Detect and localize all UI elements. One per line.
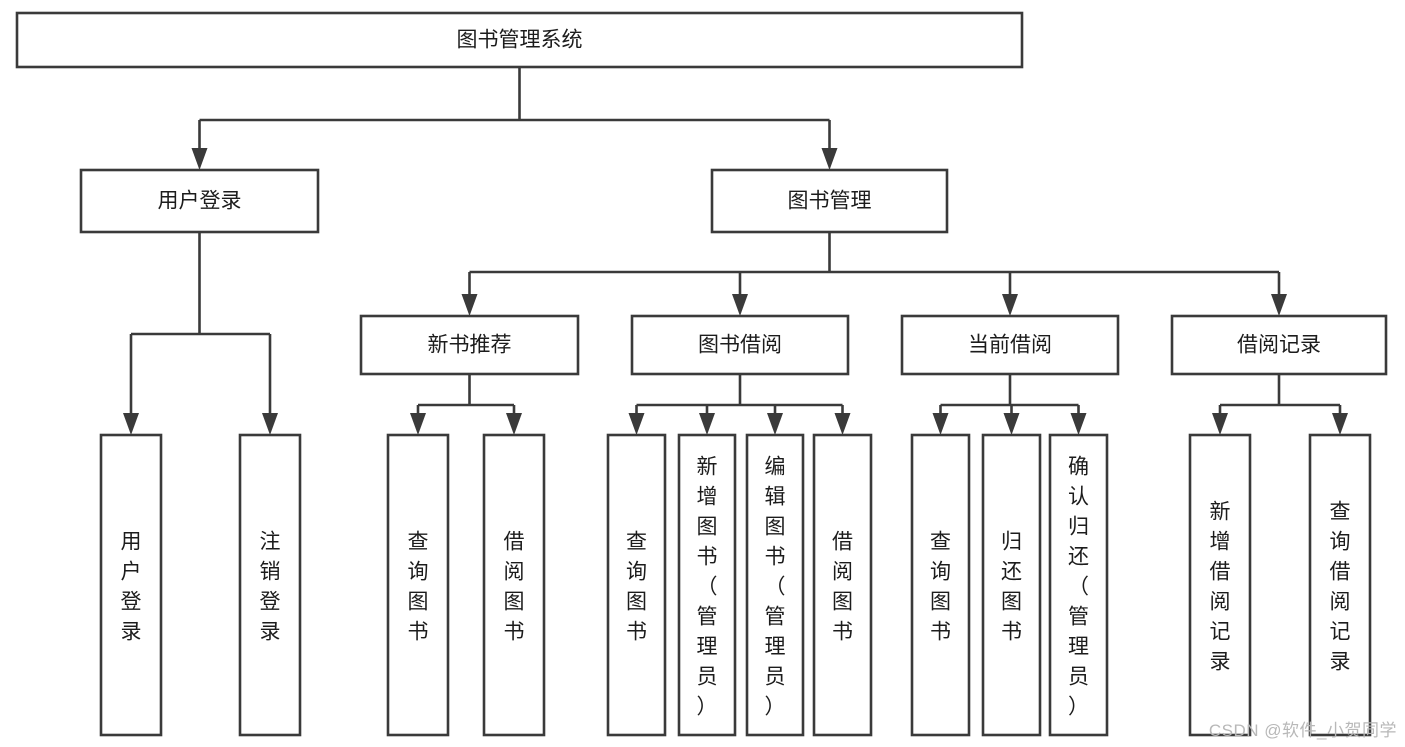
node-box-leaf-confirm-return[interactable] (1048, 433, 1109, 737)
node-bookmgmt[interactable]: 图书管理 (710, 168, 949, 234)
node-box-records[interactable] (1170, 314, 1388, 376)
node-label-records: 借阅记录 (1237, 334, 1321, 357)
node-box-leaf-query-book-1[interactable] (386, 433, 450, 737)
node-layer: 图书管理系统用户登录图书管理新书推荐图书借阅当前借阅借阅记录用户登录注销登录查询… (15, 11, 1388, 737)
arrow-head-icon (1070, 413, 1087, 435)
node-current[interactable]: 当前借阅 (900, 314, 1120, 376)
node-root[interactable]: 图书管理系统 (15, 11, 1024, 69)
connector-group-borrow (628, 374, 851, 435)
connector-group-root (191, 67, 838, 170)
node-leaf-edit-book[interactable]: 编辑图书（管理员） (745, 433, 805, 737)
node-box-borrow[interactable] (630, 314, 850, 376)
node-box-leaf-query-record[interactable] (1308, 433, 1372, 737)
node-label-leaf-query-record: 查询借阅记录 (1330, 500, 1351, 673)
node-label-root: 图书管理系统 (457, 29, 583, 52)
node-box-leaf-user-login[interactable] (99, 433, 163, 737)
node-label-leaf-query-book-2: 查询图书 (626, 530, 647, 643)
node-label-leaf-borrow-book-2: 借阅图书 (832, 530, 853, 643)
arrow-head-icon (1271, 294, 1287, 316)
node-records[interactable]: 借阅记录 (1170, 314, 1388, 376)
node-label-borrow: 图书借阅 (698, 334, 782, 357)
node-leaf-query-book-1[interactable]: 查询图书 (386, 433, 450, 737)
node-label-leaf-user-login: 用户登录 (121, 530, 142, 643)
node-login[interactable]: 用户登录 (79, 168, 320, 234)
arrow-head-icon (123, 413, 139, 435)
node-box-leaf-add-book[interactable] (677, 433, 737, 737)
node-borrow[interactable]: 图书借阅 (630, 314, 850, 376)
node-box-leaf-user-logout[interactable] (238, 433, 302, 737)
arrow-head-icon (699, 413, 715, 435)
connector-group-newbook (410, 374, 522, 435)
node-box-current[interactable] (900, 314, 1120, 376)
arrow-head-icon (767, 413, 783, 435)
connector-group-records (1212, 374, 1348, 435)
arrow-head-icon (410, 413, 426, 435)
node-label-leaf-user-logout: 注销登录 (260, 530, 281, 643)
node-box-root[interactable] (15, 11, 1024, 69)
connector-layer (123, 67, 1348, 435)
node-box-leaf-query-book-2[interactable] (606, 433, 667, 737)
node-leaf-borrow-book-1[interactable]: 借阅图书 (482, 433, 546, 737)
node-leaf-query-book-3[interactable]: 查询图书 (910, 433, 971, 737)
arrow-head-icon (262, 413, 278, 435)
arrow-head-icon (834, 413, 851, 435)
arrow-head-icon (191, 148, 208, 170)
node-label-leaf-add-book: 新增图书（管理员） (697, 455, 718, 718)
node-label-login: 用户登录 (158, 190, 242, 213)
node-leaf-borrow-book-2[interactable]: 借阅图书 (812, 433, 873, 737)
connector-group-login (123, 232, 278, 435)
node-box-leaf-add-record[interactable] (1188, 433, 1252, 737)
watermark-label: CSDN @软件_小贺同学 (1208, 721, 1397, 740)
node-label-leaf-query-book-1: 查询图书 (408, 530, 429, 643)
node-leaf-return-book[interactable]: 归还图书 (981, 433, 1042, 737)
node-label-leaf-edit-book: 编辑图书（管理员） (765, 455, 786, 718)
arrow-head-icon (1002, 294, 1018, 316)
connector-group-bookmgmt (461, 232, 1287, 316)
arrow-head-icon (1212, 413, 1228, 435)
node-leaf-user-login[interactable]: 用户登录 (99, 433, 163, 737)
node-leaf-add-book[interactable]: 新增图书（管理员） (677, 433, 737, 737)
node-label-newbook: 新书推荐 (428, 334, 512, 357)
node-label-leaf-borrow-book-1: 借阅图书 (504, 530, 525, 643)
node-box-newbook[interactable] (359, 314, 580, 376)
arrow-head-icon (821, 148, 838, 170)
node-box-leaf-return-book[interactable] (981, 433, 1042, 737)
node-leaf-confirm-return[interactable]: 确认归还（管理员） (1048, 433, 1109, 737)
node-box-login[interactable] (79, 168, 320, 234)
node-label-leaf-add-record: 新增借阅记录 (1210, 500, 1231, 673)
arrow-head-icon (1003, 413, 1020, 435)
node-box-leaf-borrow-book-2[interactable] (812, 433, 873, 737)
node-leaf-query-book-2[interactable]: 查询图书 (606, 433, 667, 737)
connector-group-current (932, 374, 1087, 435)
node-newbook[interactable]: 新书推荐 (359, 314, 580, 376)
node-leaf-user-logout[interactable]: 注销登录 (238, 433, 302, 737)
arrow-head-icon (932, 413, 949, 435)
node-label-leaf-return-book: 归还图书 (1001, 530, 1022, 643)
node-box-leaf-edit-book[interactable] (745, 433, 805, 737)
arrow-head-icon (506, 413, 522, 435)
arrow-head-icon (628, 413, 645, 435)
arrow-head-icon (732, 294, 748, 316)
node-box-bookmgmt[interactable] (710, 168, 949, 234)
node-label-leaf-query-book-3: 查询图书 (930, 530, 951, 643)
node-box-leaf-borrow-book-1[interactable] (482, 433, 546, 737)
node-label-bookmgmt: 图书管理 (788, 190, 872, 213)
arrow-head-icon (1332, 413, 1348, 435)
node-label-current: 当前借阅 (968, 334, 1052, 357)
node-leaf-query-record[interactable]: 查询借阅记录 (1308, 433, 1372, 737)
node-label-leaf-confirm-return: 确认归还（管理员） (1068, 455, 1089, 718)
node-leaf-add-record[interactable]: 新增借阅记录 (1188, 433, 1252, 737)
arrow-head-icon (461, 294, 478, 316)
node-box-leaf-query-book-3[interactable] (910, 433, 971, 737)
